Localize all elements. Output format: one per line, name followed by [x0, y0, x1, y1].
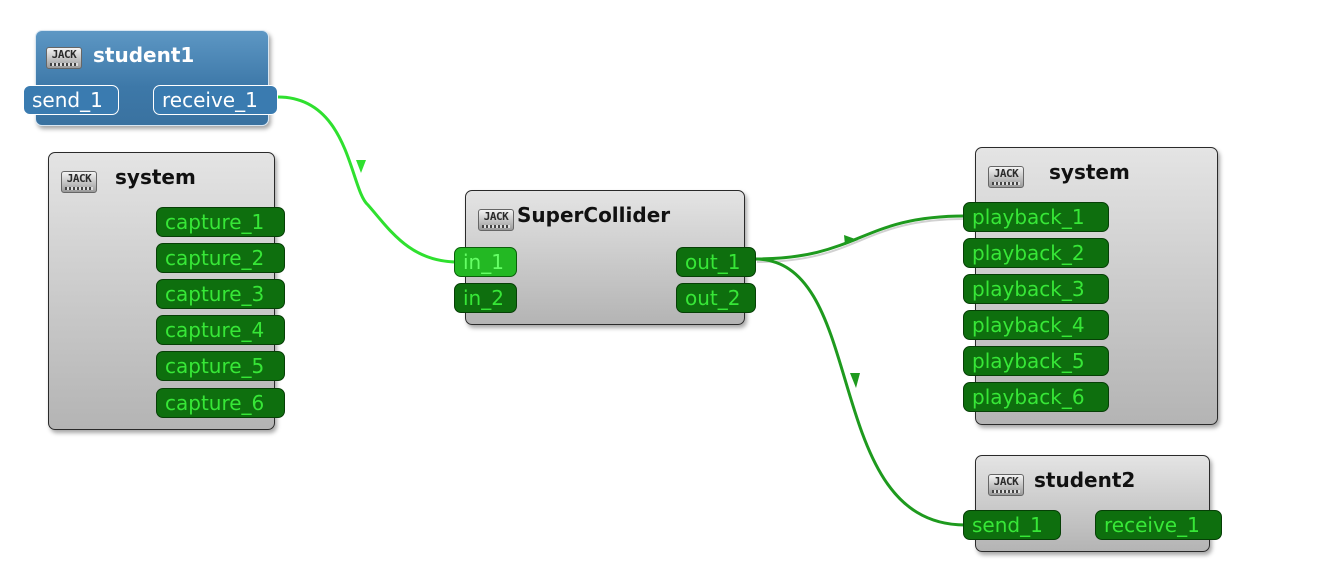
port-capture-6[interactable]: capture_6 — [156, 388, 285, 418]
jack-logo-icon: JACK — [478, 209, 514, 231]
wire-arrow-icon — [850, 373, 860, 388]
node-title: SuperCollider — [517, 203, 671, 227]
wire-out1-to-send1[interactable] — [754, 257, 966, 527]
wire-receive1-to-in1[interactable] — [277, 95, 459, 264]
node-title: student2 — [1034, 468, 1136, 492]
jack-logo-icon: JACK — [988, 474, 1024, 496]
port-capture-3[interactable]: capture_3 — [156, 279, 285, 309]
port-capture-1[interactable]: capture_1 — [156, 207, 285, 237]
node-title: system — [1049, 160, 1130, 184]
jack-logo-icon: JACK — [61, 171, 97, 193]
port-out-2[interactable]: out_2 — [676, 283, 756, 313]
node-title: system — [115, 165, 196, 189]
port-receive-1[interactable]: receive_1 — [1095, 510, 1222, 540]
port-send-1[interactable]: send_1 — [23, 85, 119, 115]
port-playback-4[interactable]: playback_4 — [963, 310, 1109, 340]
port-capture-5[interactable]: capture_5 — [156, 351, 285, 381]
port-playback-5[interactable]: playback_5 — [963, 346, 1109, 376]
wire-arrow-icon — [844, 235, 858, 245]
port-in-2[interactable]: in_2 — [454, 283, 517, 313]
node-title: student1 — [93, 43, 195, 67]
port-in-1[interactable]: in_1 — [454, 247, 517, 277]
port-playback-6[interactable]: playback_6 — [963, 382, 1109, 412]
port-playback-2[interactable]: playback_2 — [963, 238, 1109, 268]
wire-arrow-icon — [356, 160, 366, 173]
port-playback-3[interactable]: playback_3 — [963, 274, 1109, 304]
port-receive-1[interactable]: receive_1 — [153, 85, 278, 115]
port-send-1[interactable]: send_1 — [963, 510, 1061, 540]
port-capture-2[interactable]: capture_2 — [156, 243, 285, 273]
jack-logo-icon: JACK — [988, 166, 1024, 188]
port-capture-4[interactable]: capture_4 — [156, 315, 285, 345]
port-out-1[interactable]: out_1 — [676, 247, 756, 277]
port-playback-1[interactable]: playback_1 — [963, 202, 1109, 232]
wire-out1-to-playback1[interactable] — [754, 214, 966, 261]
jack-logo-icon: JACK — [46, 47, 82, 69]
